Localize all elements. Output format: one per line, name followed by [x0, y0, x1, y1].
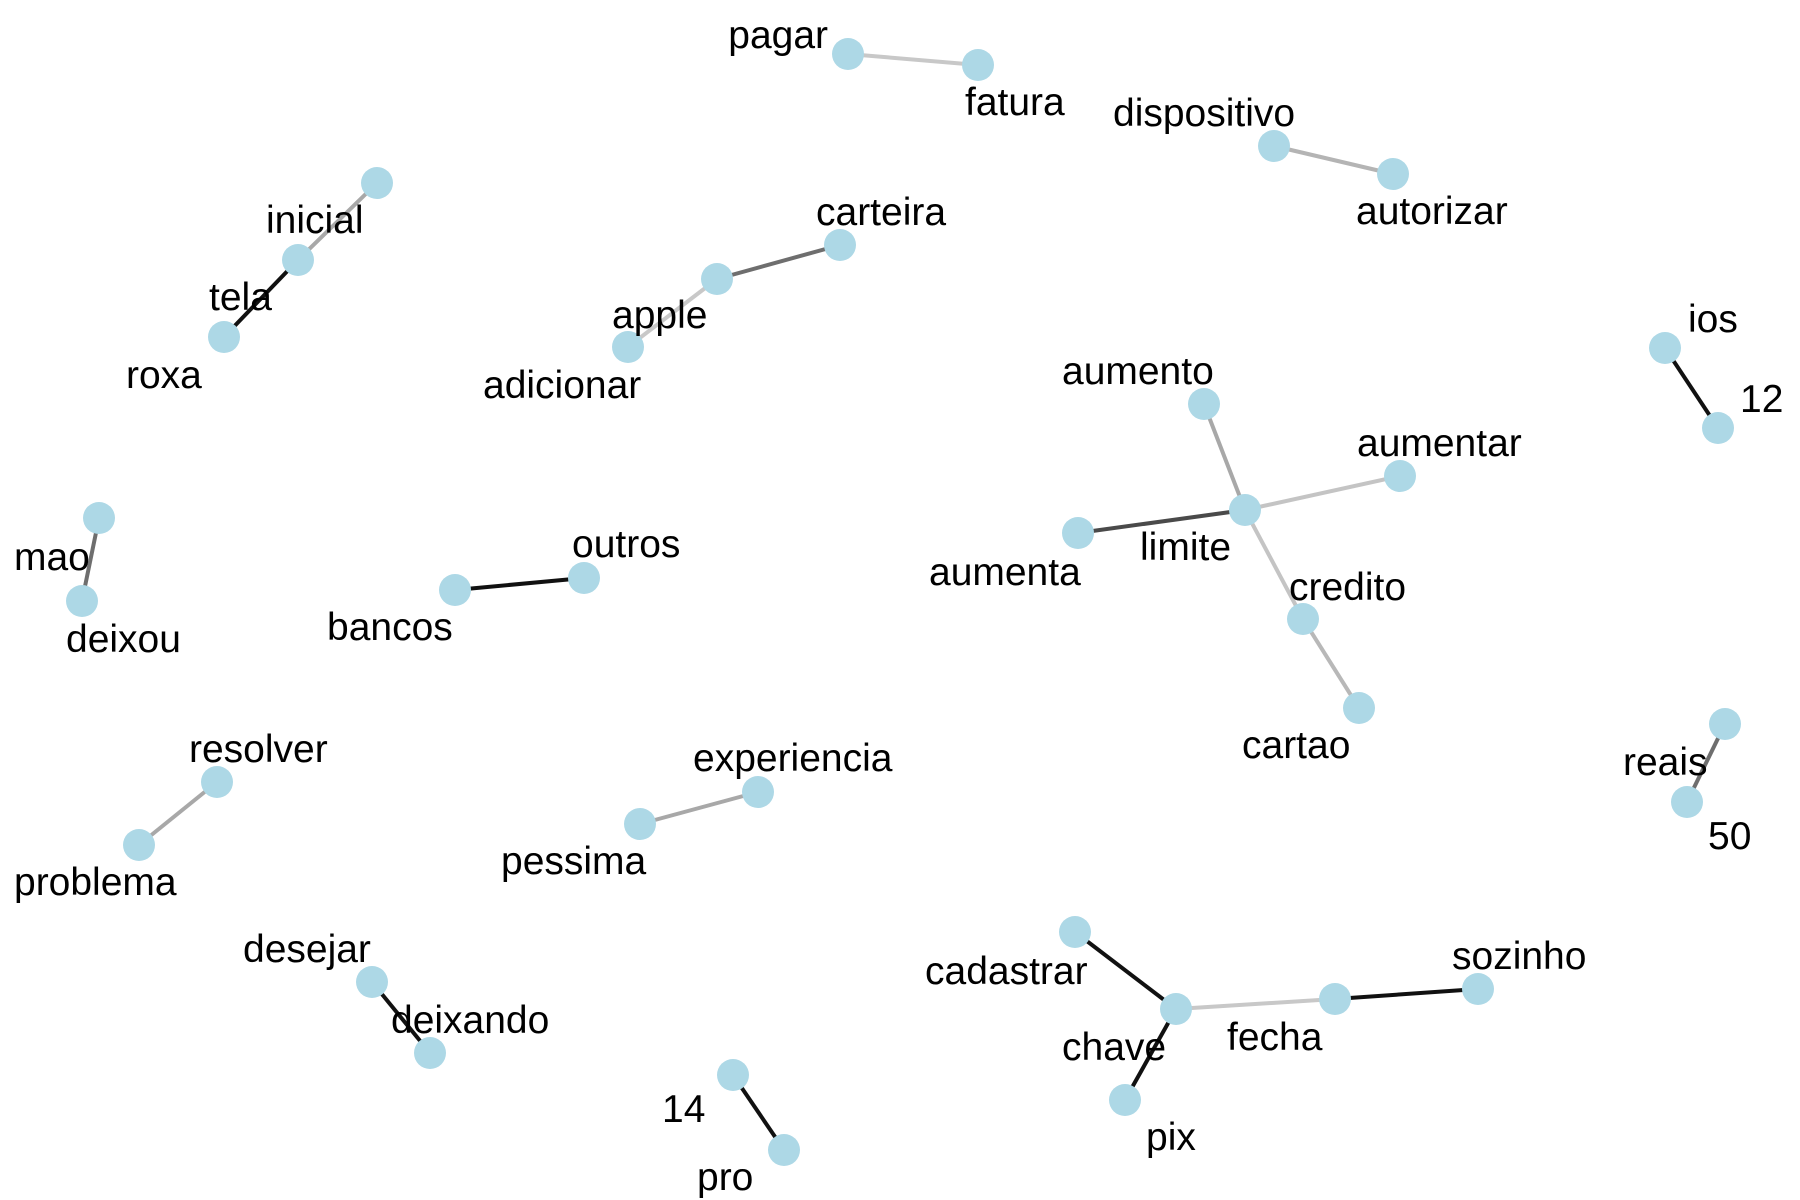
edge-credito-cartao — [1301, 617, 1361, 710]
node-dispositivo — [1258, 130, 1290, 162]
node-label-reais: reais — [1623, 741, 1708, 784]
node-label-sozinho: sozinho — [1452, 935, 1586, 978]
node-cadastrar — [1059, 916, 1091, 948]
edge-aumento-limite — [1202, 403, 1247, 511]
node-experiencia — [742, 776, 774, 808]
edge-inicial-tela — [296, 181, 379, 262]
edge-adicionar-apple — [626, 277, 719, 349]
node-tela — [282, 244, 314, 276]
node-label-inicial: inicial — [266, 199, 364, 242]
node-pro — [768, 1134, 800, 1166]
node-credito — [1287, 603, 1319, 635]
node-aumentar — [1384, 460, 1416, 492]
node-inicial — [361, 167, 393, 199]
node-12 — [1702, 412, 1734, 444]
node-label-deixou: deixou — [66, 618, 181, 661]
edge-limite-credito — [1243, 509, 1305, 620]
node-label-desejar: desejar — [243, 928, 371, 971]
node-reais — [1709, 708, 1741, 740]
node-label-pessima: pessima — [501, 840, 647, 883]
edge-resolver-problema — [137, 780, 219, 847]
node-label-pix: pix — [1146, 1116, 1196, 1159]
node-pix — [1109, 1084, 1141, 1116]
edge-tela-roxa — [222, 258, 300, 339]
node-label-limite: limite — [1140, 526, 1231, 569]
node-label-cadastrar: cadastrar — [925, 950, 1088, 993]
node-label-deixando: deixando — [391, 999, 549, 1042]
node-label-cartao: cartao — [1242, 724, 1350, 767]
node-fecha — [1319, 983, 1351, 1015]
node-deixou — [66, 585, 98, 617]
node-label-autorizar: autorizar — [1356, 190, 1508, 233]
node-label-chave: chave — [1062, 1026, 1166, 1069]
node-label-50: 50 — [1708, 815, 1751, 858]
node-label-14: 14 — [662, 1088, 705, 1131]
node-label-aumentar: aumentar — [1357, 422, 1522, 465]
node-label-roxa: roxa — [126, 354, 202, 397]
node-label-resolver: resolver — [189, 728, 328, 771]
node-problema — [123, 829, 155, 861]
node-carteira — [824, 229, 856, 261]
node-label-bancos: bancos — [327, 606, 453, 649]
node-50 — [1671, 786, 1703, 818]
node-ios — [1649, 332, 1681, 364]
node-autorizar — [1377, 158, 1409, 190]
node-mao — [83, 502, 115, 534]
node-pagar — [832, 38, 864, 70]
edge-bancos-outros — [454, 576, 585, 592]
edge-aumenta-limite — [1077, 508, 1246, 535]
node-label-fatura: fatura — [965, 81, 1065, 124]
node-fatura — [962, 49, 994, 81]
nodes-layer — [66, 38, 1741, 1166]
edge-chave-pix — [1123, 1008, 1178, 1101]
node-label-experiencia: experiencia — [693, 737, 893, 780]
node-sozinho — [1462, 973, 1494, 1005]
node-label-problema: problema — [14, 861, 177, 904]
node-adicionar — [612, 331, 644, 363]
node-label-fecha: fecha — [1227, 1016, 1323, 1059]
labels-layer: pagar fatura dispositivo autorizar inicial te… — [14, 14, 1783, 1199]
node-label-12: 12 — [1740, 378, 1783, 421]
node-limite — [1229, 494, 1261, 526]
edge-cadastrar-chave — [1073, 930, 1178, 1011]
node-bancos — [439, 574, 471, 606]
node-label-credito: credito — [1289, 566, 1406, 609]
node-label-pro: pro — [697, 1156, 753, 1199]
node-roxa — [208, 321, 240, 353]
node-outros — [568, 562, 600, 594]
edge-chave-fecha — [1175, 997, 1336, 1011]
edge-dispositivo-autorizar — [1273, 144, 1394, 176]
node-label-tela: tela — [209, 276, 272, 319]
node-aumento — [1188, 388, 1220, 420]
node-resolver — [201, 766, 233, 798]
node-label-dispositivo: dispositivo — [1113, 92, 1295, 135]
node-label-aumenta: aumenta — [929, 551, 1081, 594]
node-deixando — [414, 1037, 446, 1069]
edge-fecha-sozinho — [1334, 987, 1479, 1001]
node-label-adicionar: adicionar — [483, 364, 641, 407]
edge-pessima-experiencia — [639, 790, 759, 826]
node-apple — [701, 263, 733, 295]
node-desejar — [356, 966, 388, 998]
node-label-ios: ios — [1688, 298, 1738, 341]
node-label-mao: mao — [14, 536, 90, 579]
node-14 — [717, 1059, 749, 1091]
node-label-pagar: pagar — [728, 14, 828, 57]
node-chave — [1160, 993, 1192, 1025]
node-aumenta — [1062, 517, 1094, 549]
node-label-outros: outros — [572, 523, 680, 566]
node-label-carteira: carteira — [816, 191, 946, 234]
edge-aumentar-limite — [1244, 474, 1401, 512]
edge-pagar-fatura — [847, 52, 979, 67]
node-label-apple: apple — [612, 294, 707, 337]
node-label-aumento: aumento — [1062, 350, 1214, 393]
edge-apple-carteira — [716, 243, 841, 281]
node-pessima — [624, 808, 656, 840]
node-cartao — [1343, 692, 1375, 724]
